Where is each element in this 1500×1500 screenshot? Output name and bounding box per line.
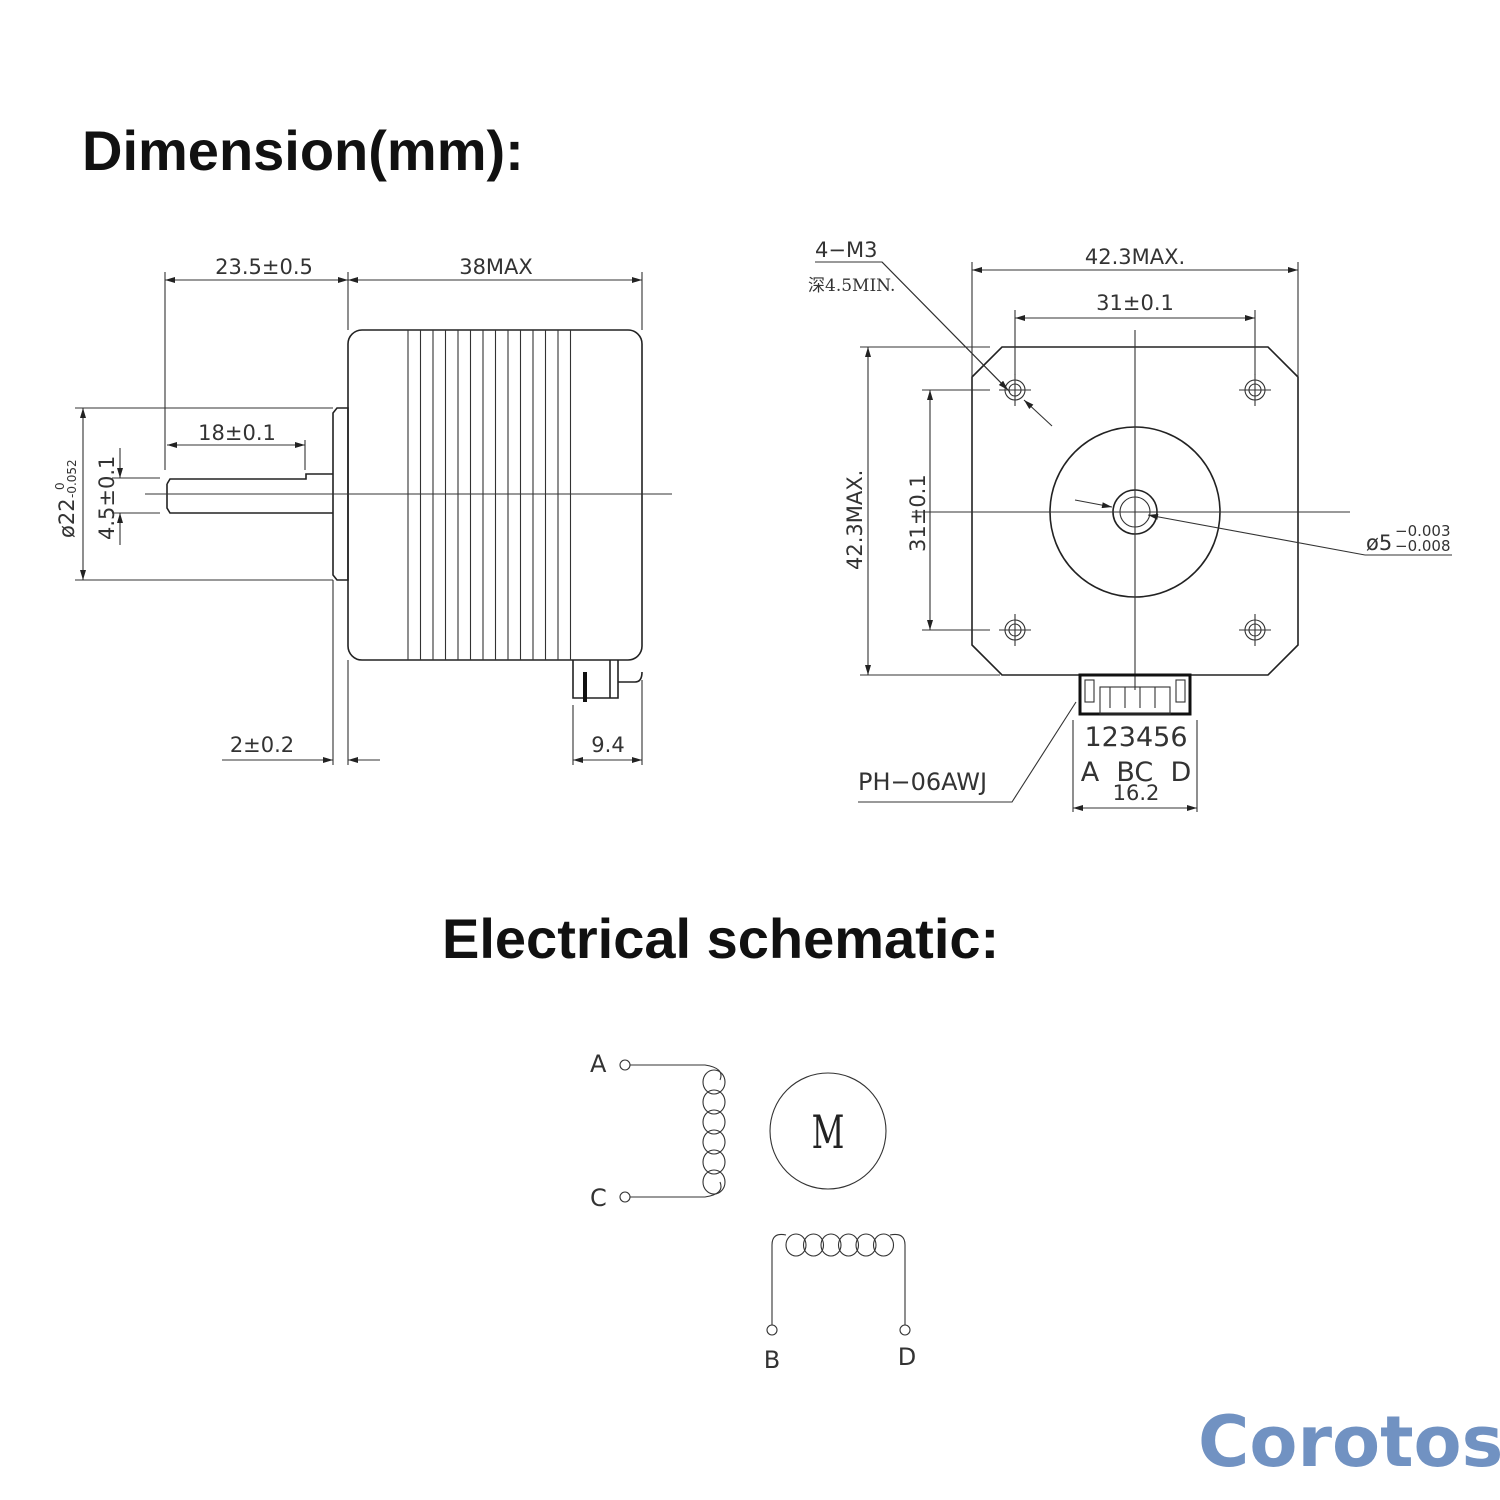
coil-loop bbox=[702, 1089, 726, 1115]
terminal-a bbox=[619, 1059, 631, 1071]
coil-loop bbox=[820, 1233, 842, 1257]
mount-hole bbox=[1239, 374, 1271, 406]
dim-shaft-diameter: ø5 bbox=[1366, 531, 1392, 555]
terminal-b-label: B bbox=[764, 1346, 780, 1374]
dim-body-length: 38MAX bbox=[459, 255, 533, 279]
terminal-d-label: D bbox=[898, 1343, 916, 1371]
coil-loop bbox=[872, 1233, 895, 1257]
dim-boss-diameter: ø22 bbox=[55, 498, 79, 538]
coil-a-c bbox=[702, 1069, 726, 1195]
dim-connector-offset: 9.4 bbox=[591, 733, 624, 757]
terminal-c bbox=[619, 1191, 631, 1203]
dim-boss-tol-lower: -0.052 bbox=[65, 459, 79, 498]
corotos-logo: Corotos bbox=[1198, 1401, 1500, 1483]
coil-loop bbox=[785, 1233, 807, 1257]
coil-loop bbox=[702, 1109, 726, 1135]
terminal-b bbox=[766, 1324, 778, 1336]
label-connector-model: PH−06AWJ bbox=[858, 768, 987, 796]
coil-loop bbox=[802, 1233, 825, 1257]
dim-height-max: 42.3MAX. bbox=[843, 470, 867, 570]
side-view-drawing: 23.5±0.5 38MAX 18±0.1 ø22 0 -0.052 4.5±0… bbox=[53, 255, 672, 765]
dim-hole-spacing-h: 31±0.1 bbox=[1096, 291, 1174, 315]
connector-pins: 123456 bbox=[1084, 722, 1187, 753]
dim-shaft-tol-upper: −0.003 bbox=[1395, 522, 1451, 540]
side-connector bbox=[572, 660, 643, 699]
dim-boss-height: 2±0.2 bbox=[230, 733, 294, 757]
mount-hole bbox=[1239, 614, 1271, 646]
flange-boss bbox=[332, 407, 349, 581]
dim-shaft-flat-length: 18±0.1 bbox=[198, 421, 276, 445]
dim-shaft-extension: 23.5±0.5 bbox=[215, 255, 313, 279]
cooling-fins bbox=[407, 330, 572, 660]
dim-width-max: 42.3MAX. bbox=[1085, 245, 1185, 269]
terminal-d bbox=[899, 1324, 911, 1336]
electrical-schematic: A C M B D bbox=[590, 1050, 916, 1374]
dim-boss-tol-upper: 0 bbox=[53, 482, 67, 490]
label-hole-depth: 深4.5MIN. bbox=[808, 276, 895, 296]
coil-loop bbox=[837, 1233, 860, 1257]
shaft bbox=[166, 473, 333, 514]
dimension-heading: Dimension(mm): bbox=[82, 119, 524, 182]
mount-hole bbox=[999, 374, 1031, 406]
dim-shaft-flat-depth: 4.5±0.1 bbox=[95, 456, 119, 540]
coil-loop bbox=[702, 1129, 726, 1155]
coil-b-d bbox=[785, 1233, 895, 1257]
motor-symbol bbox=[769, 1072, 887, 1190]
dim-connector-width: 16.2 bbox=[1113, 781, 1160, 805]
coil-loop bbox=[702, 1069, 726, 1095]
motor-label: M bbox=[812, 1106, 845, 1159]
mount-holes bbox=[999, 374, 1271, 646]
motor-face bbox=[971, 346, 1299, 676]
connector-phases: A BC D bbox=[1081, 757, 1192, 788]
coil-loop bbox=[702, 1169, 726, 1195]
coil-loop bbox=[855, 1233, 877, 1257]
electrical-heading: Electrical schematic: bbox=[442, 907, 999, 970]
front-connector bbox=[1078, 673, 1192, 716]
coil-loop bbox=[702, 1149, 726, 1175]
front-view-drawing: 42.3MAX. 31±0.1 42.3MAX. 31±0.1 4−M3 深4.… bbox=[808, 238, 1452, 812]
label-mount-holes: 4−M3 bbox=[815, 238, 877, 262]
terminal-a-label: A bbox=[590, 1050, 607, 1078]
terminal-c-label: C bbox=[590, 1184, 607, 1212]
mount-hole bbox=[999, 614, 1031, 646]
dim-shaft-tol-lower: −0.008 bbox=[1395, 537, 1451, 555]
dim-hole-spacing-v: 31±0.1 bbox=[906, 474, 930, 552]
